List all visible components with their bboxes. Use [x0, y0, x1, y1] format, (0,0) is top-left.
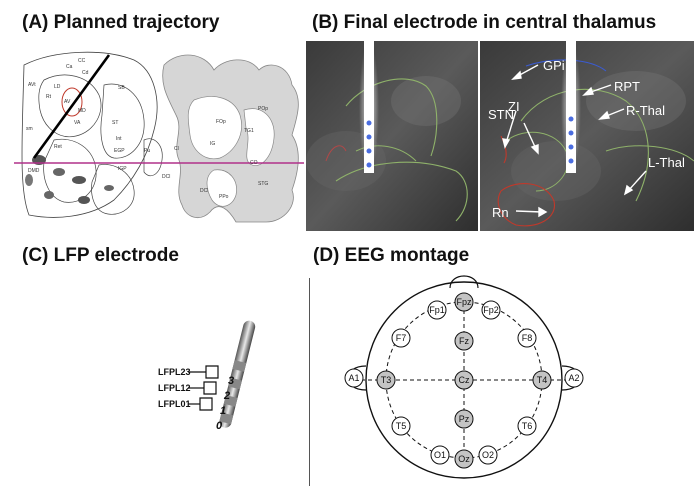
electrode-a2: A2 — [568, 373, 579, 383]
contact-number: 3 — [228, 375, 234, 387]
electrode-o2: O2 — [482, 450, 494, 460]
lfp-electrode-figure: LFPL23 LFPL12 LFPL01 3 2 1 0 — [158, 320, 256, 432]
electrode-f7: F7 — [396, 333, 407, 343]
atlas-label: Rt — [46, 94, 52, 100]
planned-trajectory-line — [32, 54, 111, 159]
lfp-l23-label: LFPL23 — [158, 367, 191, 377]
electrode-t4: T4 — [537, 375, 548, 385]
rn-label: Rn — [492, 205, 509, 220]
electrode-t6: T6 — [522, 421, 533, 431]
l-thal-label: L-Thal — [648, 155, 685, 170]
lfp-l01-label: LFPL01 — [158, 399, 191, 409]
panel-d-title: (D) EEG montage — [313, 245, 470, 266]
electrode-fpz: Fpz — [456, 297, 472, 307]
zi-label: ZI — [508, 99, 520, 114]
lfp-l12-label: LFPL12 — [158, 383, 191, 393]
atlas-label: Int — [116, 136, 122, 142]
atlas-label: sm — [26, 126, 33, 132]
electrode-t5: T5 — [396, 421, 407, 431]
contact-number: 2 — [223, 390, 230, 402]
atlas-label: TG1 — [244, 128, 254, 134]
electrode-oz: Oz — [458, 454, 470, 464]
contact-2 — [228, 377, 242, 390]
atlas-label: Ca — [66, 64, 73, 70]
atlas-label: IG — [210, 141, 215, 147]
atlas-label: CC — [78, 58, 86, 64]
electrode-t3: T3 — [381, 375, 392, 385]
electrode-cz: Cz — [459, 375, 470, 385]
atlas-label: IGP — [118, 166, 127, 172]
atlas-figure: Ca Cd SB LD Rt AV MD VA Int EGP Pu IG FO… — [14, 40, 304, 225]
electrode-fz: Fz — [459, 336, 469, 346]
electrode-fp2: Fp2 — [483, 305, 499, 315]
atlas-label: PPo — [219, 194, 229, 200]
electrode-f8: F8 — [522, 333, 533, 343]
gpi-label: GPi — [543, 58, 565, 73]
contact-0 — [219, 412, 234, 425]
panel-b-title: (B) Final electrode in central thalamus — [312, 12, 657, 33]
atlas-label: POp — [258, 106, 268, 112]
panel-c-title: (C) LFP electrode — [22, 245, 179, 266]
atlas-label: Cd — [82, 70, 89, 76]
atlas-label: SB — [118, 85, 125, 91]
atlas-label: AVt — [28, 82, 36, 88]
electrode-a1: A1 — [348, 373, 359, 383]
atlas-label: VA — [74, 120, 81, 126]
panel-a-title: (A) Planned trajectory — [22, 12, 220, 33]
atlas-label: AV — [64, 99, 71, 105]
atlas-label: STG — [258, 181, 268, 187]
electrode-pz: Pz — [459, 414, 470, 424]
contact-3 — [232, 360, 247, 372]
atlas-label: DCl — [200, 188, 208, 194]
atlas-label: Ret — [54, 144, 62, 150]
mri-figure: GPi RPT R-Thal STN ZI L-Thal Rn — [306, 41, 694, 231]
contact-number: 1 — [220, 405, 226, 417]
head-outline — [365, 281, 563, 479]
atlas-label: FOp — [216, 119, 226, 125]
contact-number: 0 — [216, 420, 223, 432]
panel-divider — [309, 278, 310, 486]
atlas-label: CO — [250, 160, 258, 166]
atlas-label: Pu — [144, 148, 150, 154]
stn-label: STN — [488, 107, 514, 122]
contact-1 — [223, 395, 238, 407]
r-thal-label: R-Thal — [626, 103, 665, 118]
atlas-label: MD — [78, 108, 86, 114]
electrode-o1: O1 — [434, 450, 446, 460]
electrode-fp1: Fp1 — [429, 305, 445, 315]
eeg-montage-figure: Fpz Fp1 Fp2 F7 F8 Fz A1 A2 T3 T4 Cz T5 T… — [344, 275, 584, 479]
thalamus-outline — [21, 51, 158, 218]
atlas-label: DMD — [28, 168, 40, 174]
atlas-label: Cl — [174, 146, 179, 152]
atlas-label: ST — [112, 120, 118, 126]
atlas-label: LD — [54, 84, 61, 90]
nose-outline — [449, 275, 479, 289]
atlas-label: EGP — [114, 148, 125, 154]
mri-right-image — [480, 41, 694, 231]
rpt-label: RPT — [614, 79, 640, 94]
mri-left-image — [306, 41, 478, 231]
atlas-label: DCl — [162, 174, 170, 180]
